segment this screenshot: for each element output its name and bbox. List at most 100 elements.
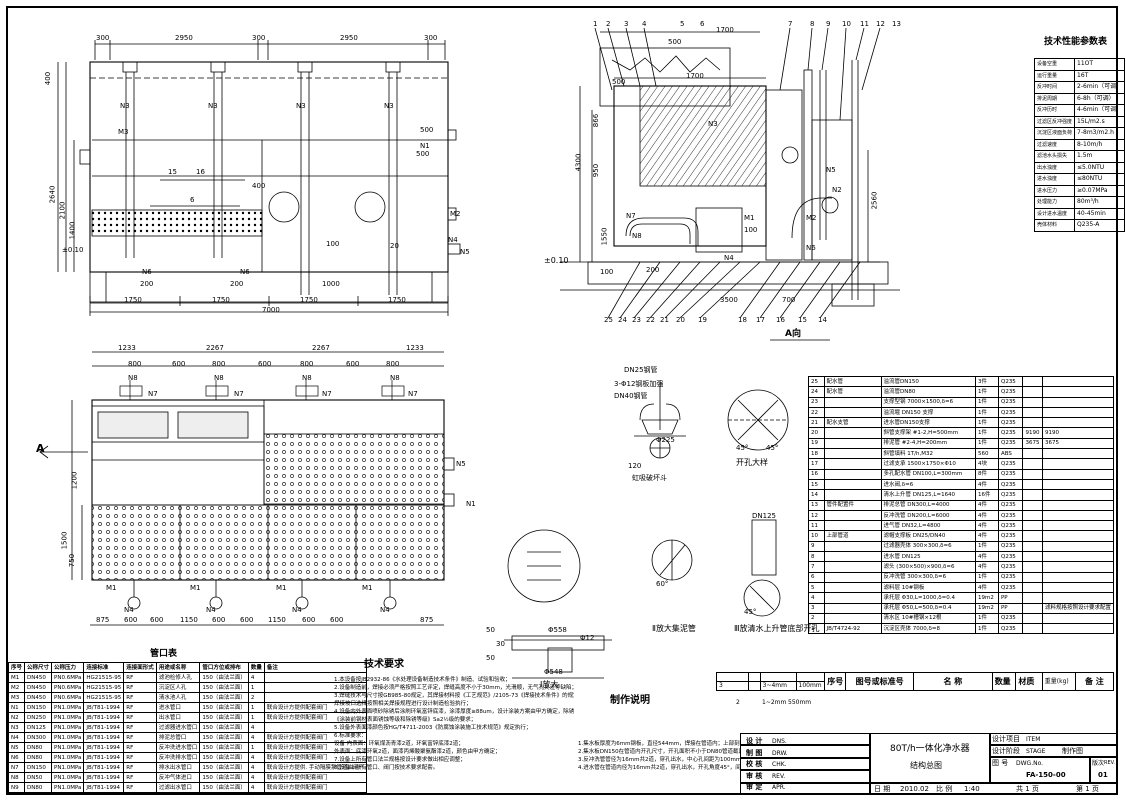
detail-label: 45° bbox=[766, 444, 779, 452]
callout: N4 bbox=[448, 236, 458, 244]
parts-cell: 过滤支承 1500×1750×Φ10 bbox=[880, 458, 977, 470]
front-view bbox=[57, 40, 461, 316]
dim-label: 2950 bbox=[340, 34, 358, 42]
parts-cell bbox=[1041, 581, 1115, 594]
param-value: 16T bbox=[1074, 69, 1126, 82]
role-label: 校 核 bbox=[746, 760, 763, 768]
parts-cell bbox=[1022, 623, 1043, 635]
parts-cell: Q235 bbox=[997, 386, 1024, 398]
parts-cell: 19m2 bbox=[975, 602, 999, 614]
parts-cell bbox=[823, 612, 882, 625]
parts-cell bbox=[1022, 458, 1043, 470]
nozzle-cell: RF bbox=[123, 722, 157, 733]
note-line: 设备 内表面：环氧煤沥青漆2道，环氧富锌底漆2道； bbox=[334, 741, 464, 747]
dim-label: 1200 bbox=[70, 471, 79, 490]
rev-label-en: REV. bbox=[1104, 760, 1115, 766]
note-line: 外表面：底漆环氧2道，面漆丙烯酸聚氨酯漆2道，颜色由甲方确定； bbox=[334, 749, 501, 755]
detail-label: 60° bbox=[656, 580, 669, 588]
nozzle-cell: PN1.0MPa bbox=[51, 702, 85, 713]
dim-label: 1750 bbox=[300, 296, 318, 304]
callout: 500 bbox=[420, 126, 434, 134]
part-number: 12 bbox=[876, 20, 885, 28]
param-name: 反冲历时 bbox=[1033, 104, 1076, 117]
rev-cell bbox=[795, 672, 826, 682]
param-name: 进水浊度 bbox=[1033, 173, 1076, 186]
parts-cell: 14 bbox=[808, 489, 825, 501]
note-line: 2.设备制造前，焊接必须严格按照工艺评定，焊缝高度不小于30mm，光滑顺，无气孔… bbox=[334, 685, 574, 691]
parts-cell: 反冲洗管 300×300,δ=6 bbox=[880, 571, 977, 583]
nozzle-cell: PN1.0MPa bbox=[51, 722, 85, 733]
parts-cell: Q235 bbox=[997, 478, 1024, 491]
callout: N8 bbox=[632, 232, 642, 240]
parts-cell: JB/T4724-92 bbox=[823, 623, 882, 635]
nozzle-cell: 反冲气体进口 bbox=[155, 772, 201, 783]
parts-cell: 进水管DN150支撑 bbox=[880, 417, 977, 429]
parts-cell: 支撑型钢 7000×1500,δ=6 bbox=[880, 396, 977, 408]
parts-cell: Q235 bbox=[997, 612, 1024, 625]
role-code: APR. bbox=[772, 784, 786, 791]
callout: 100 bbox=[744, 226, 758, 234]
side-view bbox=[560, 27, 900, 341]
nozzle-cell: 4 bbox=[247, 782, 265, 793]
nozzle-cell: RF bbox=[123, 782, 157, 793]
dim-label: 600 bbox=[258, 360, 272, 368]
dim-label: 600 bbox=[124, 616, 138, 624]
nozzle-cell: M1 bbox=[7, 672, 26, 683]
parts-cell: 19m2 bbox=[975, 592, 999, 604]
callout: 200 bbox=[646, 266, 660, 274]
parts-cell bbox=[823, 427, 882, 439]
parts-cell: 4件 bbox=[975, 530, 999, 542]
rev-cell bbox=[747, 681, 761, 691]
nozzle-cell: HG21515-95 bbox=[83, 692, 125, 703]
nozzle-header-cell: 连接标准 bbox=[83, 662, 125, 673]
parts-cell: 过滤器壳体 300×300,δ=6 bbox=[880, 540, 977, 553]
nozzle-cell: RF bbox=[123, 682, 157, 693]
nozzle-cell: DN50 bbox=[24, 772, 53, 783]
param-name: 壳体材料 bbox=[1033, 219, 1076, 232]
parts-cell: 1 bbox=[808, 623, 825, 635]
nozzle-cell: 150（由法兰面） bbox=[199, 772, 249, 783]
note-line: 3.反冲洗管管径为16mm共2道，穿孔出水，中心孔间距为100mm，开孔率1%； bbox=[578, 757, 740, 763]
callout: M1 bbox=[744, 214, 755, 222]
param-row: 出水浊度≤5.0NTU bbox=[1033, 161, 1126, 174]
callout: N4 bbox=[724, 254, 734, 262]
nozzle-cell: N8 bbox=[7, 772, 26, 783]
project-label: 设计项目 bbox=[992, 735, 1020, 743]
parts-cell bbox=[1022, 592, 1043, 604]
tech-req-title: 技术要求 bbox=[364, 659, 404, 670]
callout: N5 bbox=[456, 460, 466, 468]
callout: N8 bbox=[302, 374, 312, 382]
role-row bbox=[740, 733, 870, 746]
dim-label: 7000 bbox=[262, 306, 280, 314]
dim-label: 875 bbox=[96, 616, 110, 624]
detail-title: Ⅱ放大集泥管 bbox=[652, 624, 696, 633]
parts-cell: 溢流管DN80 bbox=[880, 386, 977, 398]
parts-cell bbox=[1041, 375, 1115, 388]
nozzle-cell: JB/T81-1994 bbox=[83, 752, 125, 763]
parts-cell bbox=[823, 396, 882, 408]
parts-cell: ABS bbox=[997, 448, 1024, 460]
param-name: 沉淀区液面负荷 bbox=[1033, 127, 1076, 140]
parts-cell: 1件 bbox=[975, 612, 999, 625]
role-row bbox=[740, 757, 870, 771]
dim-label: 1400 bbox=[68, 221, 77, 240]
parts-cell bbox=[1022, 386, 1043, 398]
nozzle-cell: PN0.6MPa bbox=[51, 692, 85, 703]
parts-cell: 4块 bbox=[975, 458, 999, 470]
nozzle-cell: 150（由法兰面） bbox=[199, 782, 249, 793]
parts-cell: 1件 bbox=[975, 396, 999, 408]
nozzle-cell: RF bbox=[123, 692, 157, 703]
